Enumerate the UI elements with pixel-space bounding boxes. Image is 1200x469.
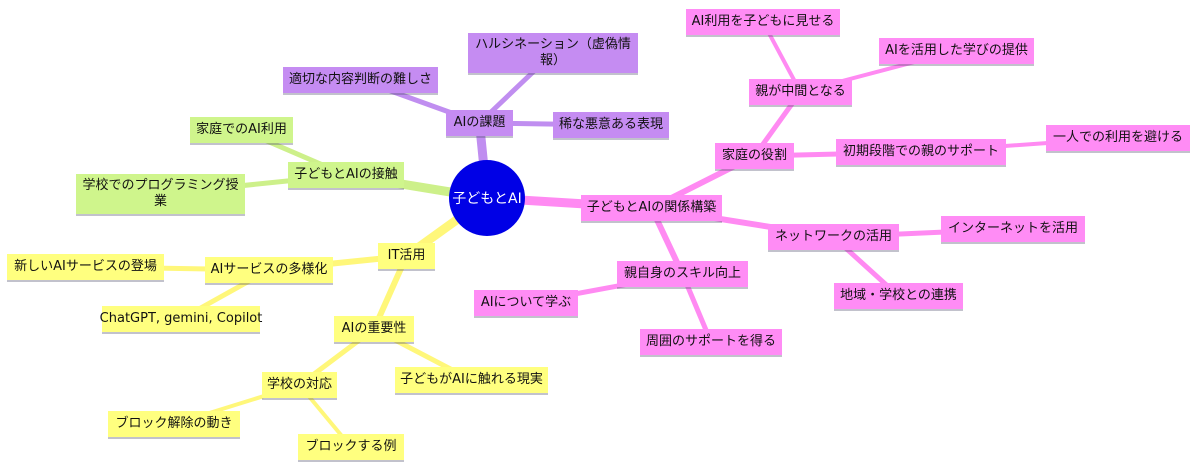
node-get-support[interactable]: 周囲のサポートを得る: [640, 329, 782, 355]
node-child-ai-contact[interactable]: 子どもとAIの接触: [288, 162, 404, 188]
node-ai-service-diversity[interactable]: AIサービスの多様化: [205, 257, 333, 283]
root-node[interactable]: 子どもとAI: [449, 160, 525, 236]
node-network-usage[interactable]: ネットワークの活用: [768, 224, 899, 250]
node-child-ai-reality[interactable]: 子どもがAIに触れる現実: [395, 367, 548, 393]
node-school-response[interactable]: 学校の対応: [262, 372, 337, 398]
node-learn-about-ai[interactable]: AIについて学ぶ: [474, 290, 578, 316]
node-hallucination[interactable]: ハルシネーション（虚偽情報）: [468, 33, 638, 73]
node-community-school-link[interactable]: 地域・学校との連携: [834, 283, 963, 309]
node-initial-parent-support[interactable]: 初期段階での親のサポート: [836, 139, 1006, 165]
node-ai-importance[interactable]: AIの重要性: [334, 316, 414, 342]
node-parent-mediator[interactable]: 親が中間となる: [749, 79, 852, 105]
node-avoid-solo-use[interactable]: 一人での利用を避ける: [1046, 125, 1190, 151]
node-home-ai-use[interactable]: 家庭でのAI利用: [190, 117, 293, 143]
node-block-example[interactable]: ブロックする例: [298, 434, 404, 460]
node-parent-skill-up[interactable]: 親自身のスキル向上: [617, 261, 748, 287]
node-provide-ai-learning[interactable]: AIを活用した学びの提供: [879, 38, 1034, 64]
node-family-role[interactable]: 家庭の役割: [715, 143, 794, 169]
node-use-internet[interactable]: インターネットを活用: [941, 216, 1085, 242]
node-ai-challenges[interactable]: AIの課題: [446, 110, 513, 136]
node-malicious-expression[interactable]: 稀な悪意ある表現: [553, 112, 669, 138]
node-new-ai-services[interactable]: 新しいAIサービスの登場: [7, 254, 164, 280]
node-it-usage[interactable]: IT活用: [378, 243, 435, 269]
node-show-ai-usage[interactable]: AI利用を子どもに見せる: [686, 9, 840, 35]
node-school-programming[interactable]: 学校でのプログラミング授業: [76, 174, 245, 214]
node-unblock-movement[interactable]: ブロック解除の動き: [108, 411, 240, 437]
node-relationship-building[interactable]: 子どもとAIの関係構築: [581, 195, 722, 221]
node-judgment-difficulty[interactable]: 適切な内容判断の難しさ: [283, 67, 438, 93]
node-service-examples[interactable]: ChatGPT, gemini, Copilot: [100, 306, 262, 332]
